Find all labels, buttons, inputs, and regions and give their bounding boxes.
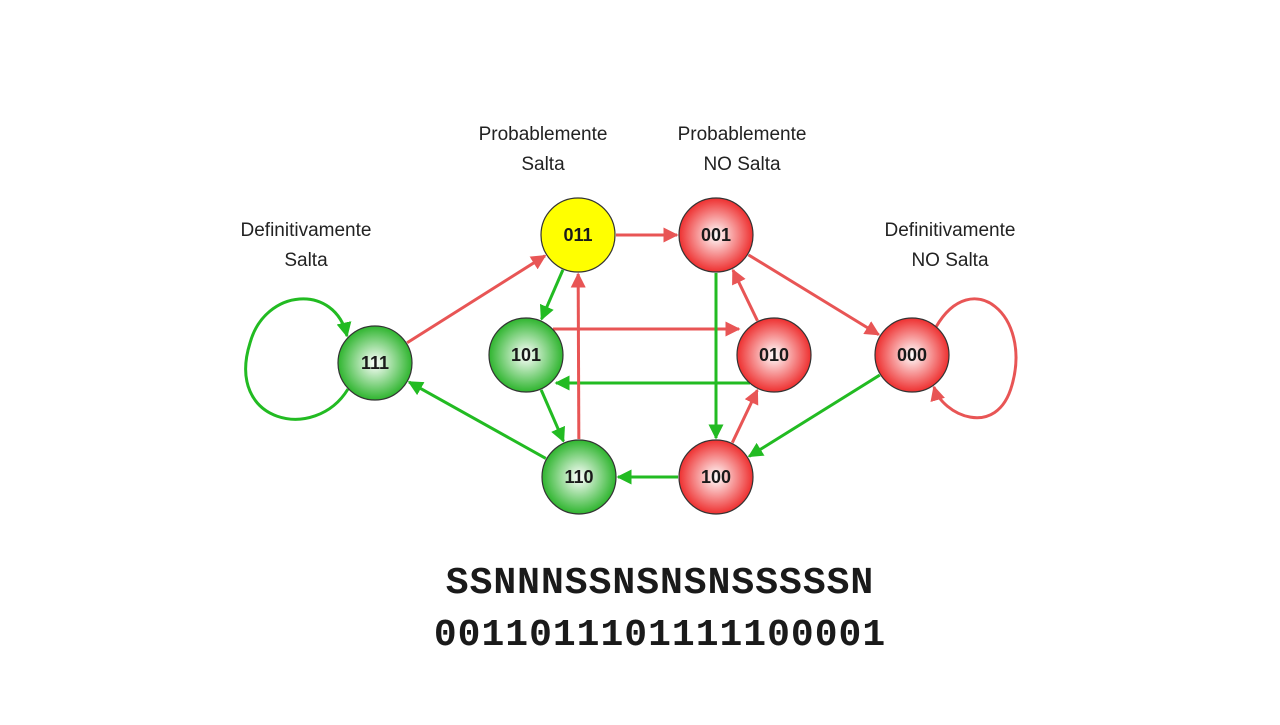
state-label: 011 <box>563 225 592 245</box>
state-circle <box>874 317 950 393</box>
caption-line: Probablemente <box>478 124 608 145</box>
state-circle <box>736 317 812 393</box>
transition-110-to-011 <box>570 272 586 440</box>
state-node-001: 001 <box>678 197 754 273</box>
state-node-000: 000 <box>874 317 950 393</box>
state-circle <box>540 197 616 273</box>
state-circle <box>541 439 617 515</box>
caption-line: Salta <box>284 250 328 271</box>
transition-111-to-011 <box>406 254 547 345</box>
state-node-100: 100 <box>678 439 754 515</box>
state-label: 111 <box>361 353 389 373</box>
caption-probablemente-salta: Probablemente Salta <box>479 120 608 180</box>
transition-001-to-000 <box>747 253 881 336</box>
caption-line: NO Salta <box>911 250 989 271</box>
state-circle <box>488 317 564 393</box>
transition-010-to-001 <box>731 268 759 322</box>
transition-000-to-000 <box>930 297 1018 420</box>
state-label: 101 <box>511 345 541 365</box>
state-node-011: 011 <box>540 197 616 273</box>
caption-definitivamente-no-salta: Definitivamente NO Salta <box>885 216 1016 276</box>
state-label: 010 <box>759 345 789 365</box>
state-node-101: 101 <box>488 317 564 393</box>
transition-100-to-010 <box>730 388 759 444</box>
caption-line: Salta <box>521 154 565 175</box>
state-circle <box>678 197 754 273</box>
caption-probablemente-no-salta: Probablemente NO Salta <box>678 120 807 180</box>
state-node-110: 110 <box>541 439 617 515</box>
state-node-111: 111 <box>337 325 413 401</box>
transition-000-to-100 <box>747 373 881 458</box>
state-node-010: 010 <box>736 317 812 393</box>
transition-011-to-101 <box>539 269 565 321</box>
caption-line: NO Salta <box>703 154 781 175</box>
state-label: 100 <box>701 467 731 487</box>
caption-line: Definitivamente <box>240 220 372 241</box>
transition-111-to-111 <box>244 297 352 421</box>
caption-line: Probablemente <box>677 124 807 145</box>
state-label: 000 <box>897 345 927 365</box>
state-circle <box>678 439 754 515</box>
state-label: 110 <box>564 467 593 487</box>
history-bits: 0011011101111100001 <box>433 614 887 657</box>
caption-definitivamente-salta: Definitivamente Salta <box>241 216 372 276</box>
transition-101-to-110 <box>539 389 565 443</box>
state-label: 001 <box>701 225 731 245</box>
caption-line: Definitivamente <box>884 220 1016 241</box>
state-circle <box>337 325 413 401</box>
outcome-sequence: SSNNNSSNSNSNSSSSSN <box>445 562 875 605</box>
transition-110-to-111 <box>407 380 547 460</box>
